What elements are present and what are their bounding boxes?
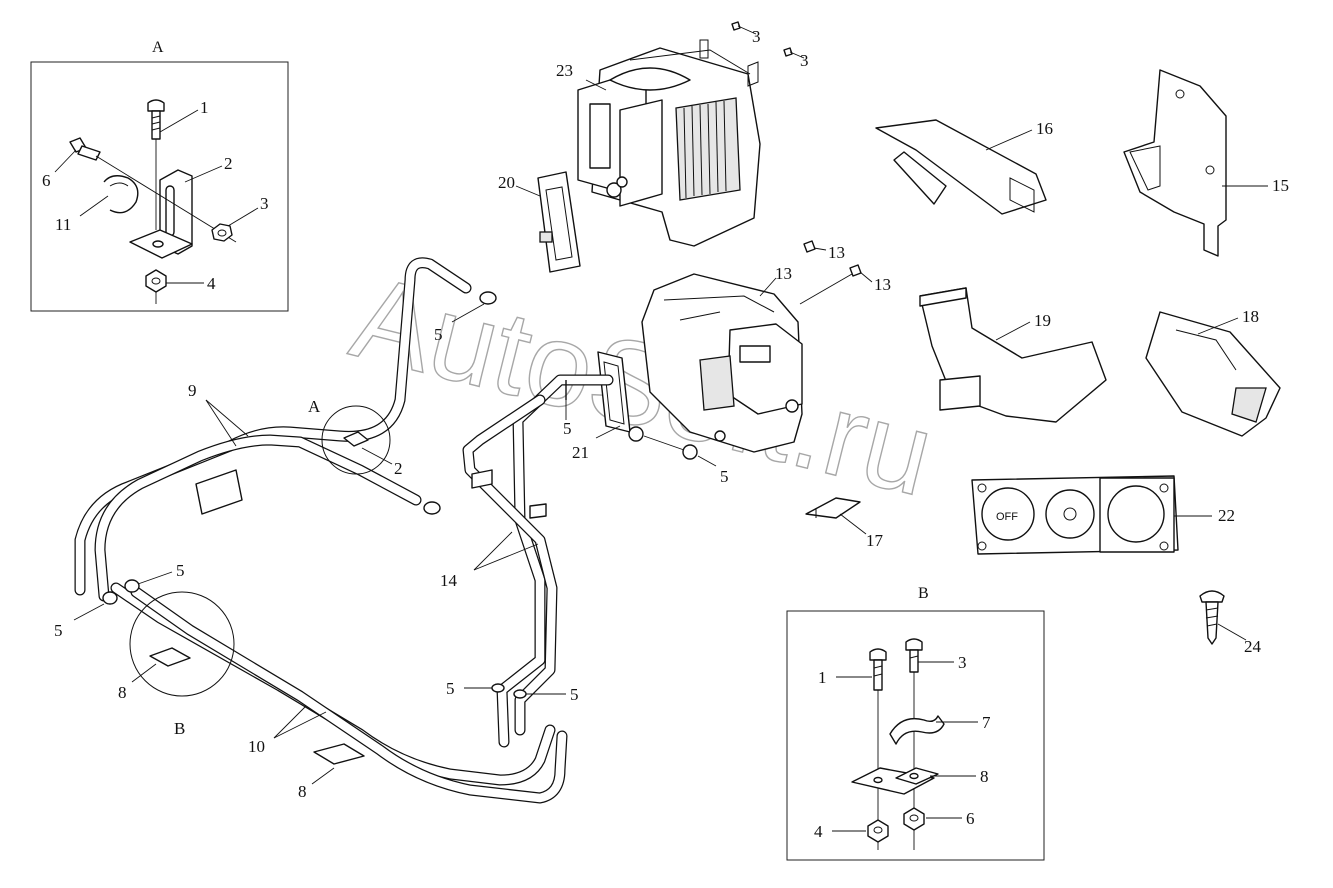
callout-p5-e: 5	[720, 467, 729, 486]
detail-circle-b	[129, 591, 235, 697]
callout-p22: 22	[1218, 506, 1235, 525]
callout-p15: 15	[1272, 176, 1289, 195]
callout-p17: 17	[866, 531, 884, 550]
b-plate-8	[851, 767, 939, 795]
knob-blank[interactable]	[1107, 485, 1165, 543]
callout-a-11: 11	[55, 215, 71, 234]
callout-p14: 14	[440, 571, 458, 590]
inset-a-title: A	[152, 39, 164, 56]
callout-p13-a: 13	[828, 243, 845, 262]
screw-3-top-b	[783, 47, 805, 59]
callout-p18: 18	[1242, 307, 1259, 326]
callout-a-3: 3	[260, 194, 269, 213]
bracket-17	[805, 497, 861, 519]
hvac-upper-assembly-23	[577, 39, 761, 247]
fitting-5-a	[628, 426, 644, 442]
a-bolt-6	[69, 137, 237, 243]
callout-p10: 10	[248, 737, 265, 756]
inset-b: B	[786, 585, 1045, 861]
duct-18	[1145, 311, 1281, 437]
callout-p8-b: 8	[298, 782, 307, 801]
callout-b-3: 3	[958, 653, 967, 672]
duct-19	[919, 287, 1107, 423]
callout-a-2: 2	[224, 154, 233, 173]
screw-13-c	[799, 264, 873, 305]
callout-p23: 23	[556, 61, 573, 80]
callout-p2: 2	[394, 459, 403, 478]
inset-b-frame	[786, 610, 1045, 861]
filter-cover-20	[537, 171, 581, 273]
callout-p3-a: 3	[752, 27, 761, 46]
callout-p13-c: 13	[874, 275, 891, 294]
callout-b-4: 4	[814, 822, 823, 841]
callout-b-6: 6	[966, 809, 975, 828]
screw-13-a	[803, 240, 827, 253]
callout-b-1: 1	[818, 668, 827, 687]
callout-p5-d: 5	[54, 621, 63, 640]
callout-p20: 20	[498, 173, 515, 192]
duct-16	[875, 119, 1047, 215]
callout-b-7: 7	[982, 713, 991, 732]
callout-b-8: 8	[980, 767, 989, 786]
knob-off-label: OFF	[996, 511, 1018, 523]
a-clamp-11	[103, 175, 139, 214]
a-nut-3	[211, 223, 233, 242]
heater-unit-13	[641, 273, 803, 453]
cover-21	[597, 351, 631, 433]
callout-p5-f: 5	[446, 679, 455, 698]
callout-p13-b: 13	[775, 264, 792, 283]
callout-p8-a: 8	[118, 683, 127, 702]
callout-p5-a: 5	[434, 325, 443, 344]
callout-p21: 21	[572, 443, 589, 462]
detail-mark-b: B	[174, 719, 185, 738]
fitting-5-b	[682, 444, 698, 460]
a-bracket-2	[129, 169, 193, 259]
watermark-text: AutoSoft.ru	[340, 251, 945, 522]
callout-p9: 9	[188, 381, 197, 400]
callout-p5-g: 5	[570, 685, 579, 704]
callout-a-1: 1	[200, 98, 209, 117]
inset-b-title: B	[918, 585, 929, 602]
callout-p16: 16	[1036, 119, 1053, 138]
inset-a-frame	[30, 61, 289, 312]
a-nut-4	[145, 269, 167, 304]
b-nut-4	[867, 819, 889, 843]
callout-p5-b: 5	[563, 419, 572, 438]
bracket-15	[1123, 69, 1227, 257]
screw-24	[1199, 590, 1225, 645]
heater-pipes	[74, 257, 614, 804]
b-clamp-7	[889, 715, 945, 745]
detail-circle-a	[321, 405, 391, 475]
detail-mark-a: A	[308, 397, 321, 416]
a-bolt-1	[147, 99, 165, 230]
callout-p3-b: 3	[800, 51, 809, 70]
b-nut-6	[903, 807, 925, 831]
callout-p5-c: 5	[176, 561, 185, 580]
knob-mode[interactable]	[1045, 489, 1095, 539]
callout-a-4: 4	[207, 274, 216, 293]
inset-a: A	[30, 39, 289, 312]
knob-off[interactable]	[981, 487, 1035, 541]
control-panel-22: OFF	[971, 475, 1179, 555]
screw-3-top-a	[731, 21, 757, 35]
callout-a-6: 6	[42, 171, 51, 190]
callout-p24: 24	[1244, 637, 1262, 656]
callout-p19: 19	[1034, 311, 1051, 330]
